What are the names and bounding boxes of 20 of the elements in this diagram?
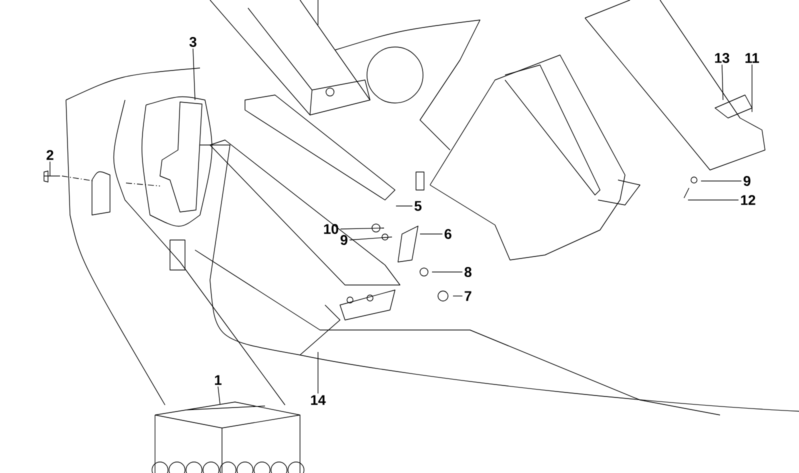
leader-line <box>700 180 742 182</box>
callout-number: 9 <box>340 235 348 245</box>
callout-number: 6 <box>444 229 452 239</box>
callout-number: 5 <box>414 201 422 211</box>
leader-line <box>218 386 220 404</box>
callout-number: 2 <box>46 150 54 160</box>
leader-line <box>349 236 392 240</box>
callout-number: 8 <box>464 267 472 277</box>
callout-number: 11 <box>746 53 760 63</box>
callout-number: 13 <box>715 53 730 63</box>
callout-number: 1 <box>215 375 222 385</box>
callout-number: 14 <box>311 395 326 405</box>
leader-line <box>192 48 196 100</box>
callout-number: 9 <box>744 176 750 186</box>
callout-number: 10 <box>324 224 338 234</box>
callout-number: 3 <box>189 37 196 47</box>
callout-number: 12 <box>741 195 756 205</box>
leader-line <box>722 64 724 100</box>
callout-number: 7 <box>464 291 472 301</box>
leader-line <box>340 228 384 230</box>
